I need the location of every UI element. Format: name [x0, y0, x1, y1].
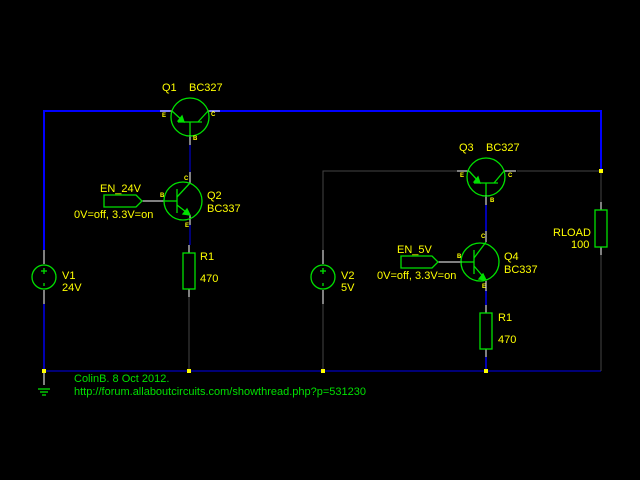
wire-v2-rail [322, 170, 458, 250]
source-url: http://forum.allaboutcircuits.com/showth… [74, 386, 366, 398]
r1-right-value: 470 [498, 334, 517, 346]
q4-ref: Q4 [504, 251, 519, 263]
v2-ref: V2 [341, 270, 355, 282]
q4-part: BC337 [504, 264, 538, 276]
junction-dots [42, 169, 603, 373]
r1-right-ref: R1 [498, 312, 513, 324]
v2-value: 5V [341, 282, 355, 294]
q4-pin-e: E [482, 284, 487, 290]
r1-resistor-right[interactable] [479, 312, 493, 350]
q2-npn-transistor[interactable] [163, 181, 203, 221]
q2-part: BC337 [207, 203, 241, 215]
v1-value: 24V [62, 282, 82, 294]
rload-ref: RLOAD [553, 227, 591, 239]
author-note: ColinB. 8 Oct 2012. [74, 373, 170, 385]
r1-resistor-left[interactable] [182, 252, 196, 290]
q4-pin-c: C [481, 234, 486, 240]
q1-ref: Q1 [162, 82, 177, 94]
q1-pin-b: B [193, 136, 198, 142]
q2-pin-b: B [160, 193, 165, 199]
wire-q1-collector-rail [210, 110, 602, 171]
r1-left-value: 470 [200, 273, 219, 285]
en-24v-port[interactable] [103, 194, 143, 208]
pin-stubs [43, 110, 602, 385]
en-5v-port[interactable] [400, 255, 439, 269]
wire-top-rail [43, 110, 170, 250]
q1-pin-c: C [211, 112, 216, 118]
q3-pin-b: B [490, 198, 495, 204]
q3-ref: Q3 [459, 142, 474, 154]
q4-npn-transistor[interactable] [460, 241, 500, 282]
q2-pin-c: C [184, 176, 189, 182]
en-5v-label: EN_5V [397, 244, 432, 256]
q4-pin-b: B [457, 254, 462, 260]
en-24v-note: 0V=off, 3.3V=on [74, 209, 154, 221]
rload-resistor[interactable] [594, 209, 608, 248]
v1-ref: V1 [62, 270, 76, 282]
wires [43, 110, 602, 372]
q3-pnp-transistor[interactable] [466, 157, 506, 197]
en-5v-note: 0V=off, 3.3V=on [377, 270, 457, 282]
q2-pin-e: E [185, 223, 190, 229]
v2-source-symbol[interactable] [310, 264, 336, 290]
en-24v-label: EN_24V [100, 183, 141, 195]
q2-ref: Q2 [207, 190, 222, 202]
v1-source-symbol[interactable] [31, 264, 57, 290]
q1-part: BC327 [189, 82, 223, 94]
q1-pin-e: E [162, 113, 167, 119]
rload-value: 100 [571, 239, 590, 251]
ground-icon [38, 388, 50, 396]
q3-pin-e: E [460, 173, 465, 179]
q1-pnp-transistor[interactable] [170, 97, 210, 137]
q3-pin-c: C [508, 173, 513, 179]
q3-part: BC327 [486, 142, 520, 154]
r1-left-ref: R1 [200, 251, 215, 263]
